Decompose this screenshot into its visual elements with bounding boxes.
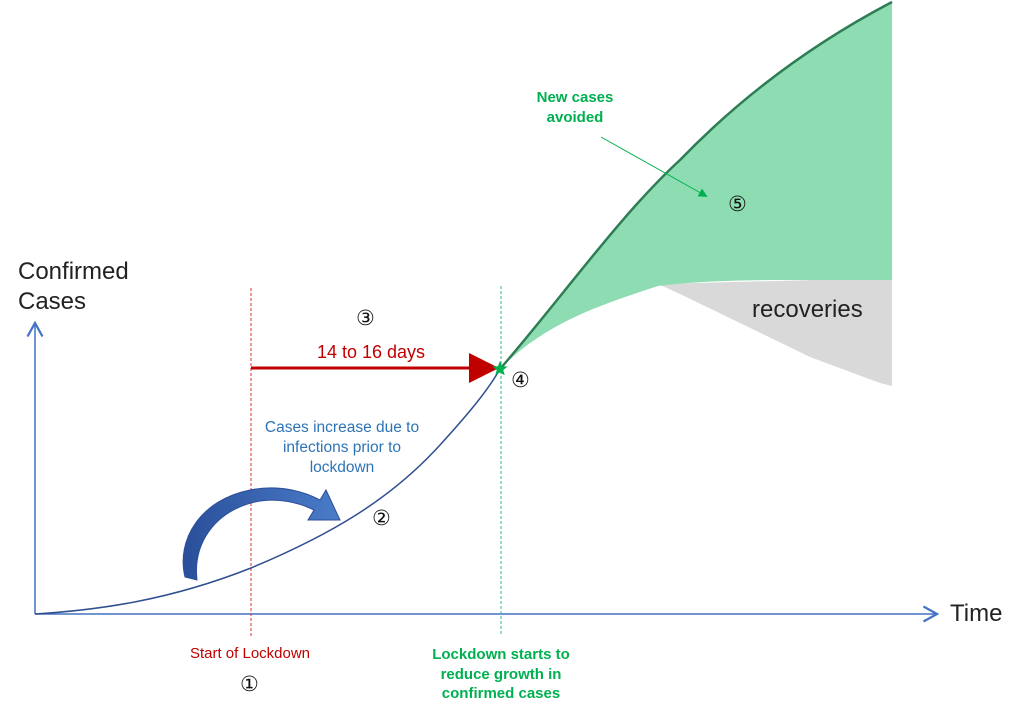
avoided-pointer-arrow: [600, 136, 708, 197]
x-axis-label: Time: [950, 600, 1003, 627]
confirmed-cases-curve: [34, 368, 501, 615]
cases-avoided-note: New cases avoided: [515, 88, 635, 127]
cases-increase-line3: lockdown: [309, 459, 375, 477]
lockdown-effect-note: Lockdown starts to reduce growth in conf…: [401, 645, 601, 704]
lockdown-effect-star: [492, 361, 508, 376]
marker-5: ⑤: [728, 192, 747, 216]
cases-increase-line2: infections prior to: [282, 439, 402, 457]
lockdown-effect-line2: reduce growth in: [440, 665, 562, 683]
recoveries-region: [658, 278, 892, 386]
cases-increase-note: Cases increase due to infections prior t…: [247, 418, 437, 478]
marker-4: ④: [511, 368, 530, 392]
cases-increase-line1: Cases increase due to: [264, 419, 420, 436]
lockdown-effect-line3: confirmed cases: [441, 685, 561, 702]
start-lockdown-label: Start of Lockdown: [189, 645, 311, 662]
y-axis-label: Confirmed Cases: [18, 257, 158, 317]
cases-avoided-region: [500, 2, 892, 369]
y-axis-label-line1: Confirmed: [18, 258, 129, 285]
marker-2: ②: [372, 506, 391, 530]
curved-blue-arrow: [182, 487, 341, 581]
delay-label: 14 to 16 days: [316, 342, 426, 362]
cases-avoided-line1: New cases: [536, 89, 614, 106]
cases-avoided-line2: avoided: [546, 108, 604, 126]
y-axis-label-line2: Cases: [18, 288, 87, 315]
cases-avoided-upper-edge: [499, 0, 893, 370]
marker-3: ③: [356, 306, 375, 330]
recoveries-label: recoveries: [752, 296, 863, 323]
lockdown-effect-line1: Lockdown starts to: [432, 646, 570, 663]
marker-1: ①: [240, 672, 259, 696]
